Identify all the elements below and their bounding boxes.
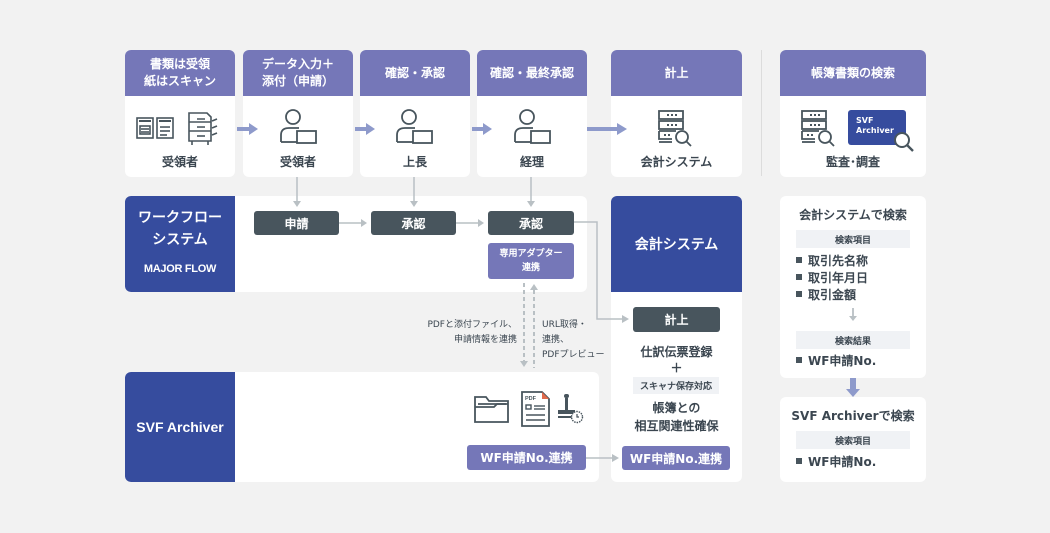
pdf-transfer-note: PDFと添付ファイル、 申請情報を連携: [427, 320, 517, 345]
step-card-input: データ入力＋ 添付（申請） 受領者: [243, 50, 353, 177]
step-card-receive: 書類は受領 紙はスキャン 受領者: [125, 50, 235, 177]
step-actor-label: 受領者: [279, 155, 316, 169]
search-item: 取引年月日: [796, 270, 868, 287]
svf-search-items-list: WF申請No.: [796, 454, 876, 471]
plus-sign: ＋: [670, 361, 683, 375]
svf-search-items-label: 検索項目: [796, 431, 910, 449]
accounting-search-title: 会計システムで検索: [799, 208, 907, 222]
svf-search-card: SVF Archiverで検索 検索項目 WF申請No.: [780, 397, 926, 482]
step-actor-label: 上長: [402, 155, 427, 169]
magnifier-icon: [894, 132, 914, 152]
search-items-list: 取引先名称 取引年月日 取引金額: [796, 253, 868, 304]
documents-and-scanner-icon: [136, 112, 218, 145]
step-header: データ入力＋ 添付（申請）: [243, 50, 353, 96]
svf-wf-link-badge: WF申請No.連携: [467, 445, 586, 470]
step-header: 帳簿書類の検索: [780, 50, 926, 96]
scanner-storage-tag: スキャナ保存対応: [633, 377, 719, 394]
workflow-step-final-approve: 承認: [488, 211, 574, 235]
search-result-item: WF申請No.: [796, 353, 876, 370]
workflow-step-approve: 承認: [371, 211, 456, 235]
folder-icon: [474, 396, 509, 423]
step-card-post: 計上 会計システム: [611, 50, 742, 177]
accounting-post-button: 計上: [633, 307, 720, 332]
accounting-search-card: 会計システムで検索 検索項目 取引先名称 取引年月日 取引金額 検索結果 WF申…: [780, 196, 926, 378]
step-header: 書類は受領 紙はスキャン: [125, 50, 235, 96]
svf-search-item: WF申請No.: [796, 454, 876, 471]
adapter-svf-dashed-connectors: [520, 283, 538, 368]
pdf-document-icon: PDF: [521, 391, 550, 427]
search-flow-arrow-head: [846, 389, 860, 397]
step-actor-label: 会計システム: [640, 155, 713, 169]
accounting-system-panel: 会計システム: [611, 196, 742, 482]
step-actor-label: 経理: [519, 155, 544, 169]
user-with-laptop-icon: [280, 109, 317, 144]
section-divider: [761, 50, 762, 176]
step-header: 計上: [611, 50, 742, 96]
search-item: 取引先名称: [796, 253, 868, 270]
search-items-label: 検索項目: [796, 230, 910, 248]
svf-badge-line1: SVF: [856, 116, 874, 125]
step-header: 確認・承認: [360, 50, 470, 96]
audit-search-card: 帳簿書類の検索 SVF Archiver 監査･調査: [780, 50, 926, 177]
accounting-wf-link-badge: WF申請No.連携: [622, 446, 730, 470]
step-card-approve: 確認・承認 上長: [360, 50, 470, 177]
search-results-label: 検索結果: [796, 331, 910, 349]
down-arrow-icon: [849, 308, 857, 321]
user-with-laptop-icon: [396, 109, 433, 144]
search-flow-arrow: [850, 378, 856, 390]
major-flow-logo: MAJOR FLOW: [143, 263, 217, 275]
url-preview-note: URL取得・ 連携、 PDFプレビュー: [542, 320, 605, 360]
adapter-integration-badge: 専用アダプター 連携: [488, 243, 574, 279]
user-with-laptop-icon: [514, 109, 551, 144]
workflow-step-apply: 申請: [254, 211, 339, 235]
svf-badge-line2: Archiver: [856, 126, 894, 135]
accounting-system-header: 会計システム: [611, 196, 742, 292]
svf-archiver-title: SVF Archiver: [125, 372, 235, 482]
svf-search-title: SVF Archiverで検索: [791, 409, 915, 423]
workflow-title-line1: ワークフロー: [138, 210, 222, 226]
step-header: 確認・最終承認: [477, 50, 587, 96]
step-actor-label: 受領者: [161, 155, 198, 169]
audit-label: 監査･調査: [825, 155, 880, 169]
step-card-final-approve: 確認・最終承認 経理: [477, 50, 587, 177]
svg-text:PDF: PDF: [525, 396, 537, 402]
timestamp-stamp-icon: [558, 394, 584, 424]
server-search-icon: [658, 110, 692, 147]
ledger-relation-text: 帳簿との 相互関連性確保: [634, 401, 719, 433]
workflow-system-title: ワークフロー システム MAJOR FLOW: [125, 196, 235, 292]
search-item: 取引金額: [796, 287, 868, 304]
server-search-icon: [801, 110, 835, 147]
journal-entry-text: 仕訳伝票登録: [640, 345, 713, 359]
search-results-list: WF申請No.: [796, 353, 876, 370]
workflow-title-line2: システム: [152, 232, 208, 248]
